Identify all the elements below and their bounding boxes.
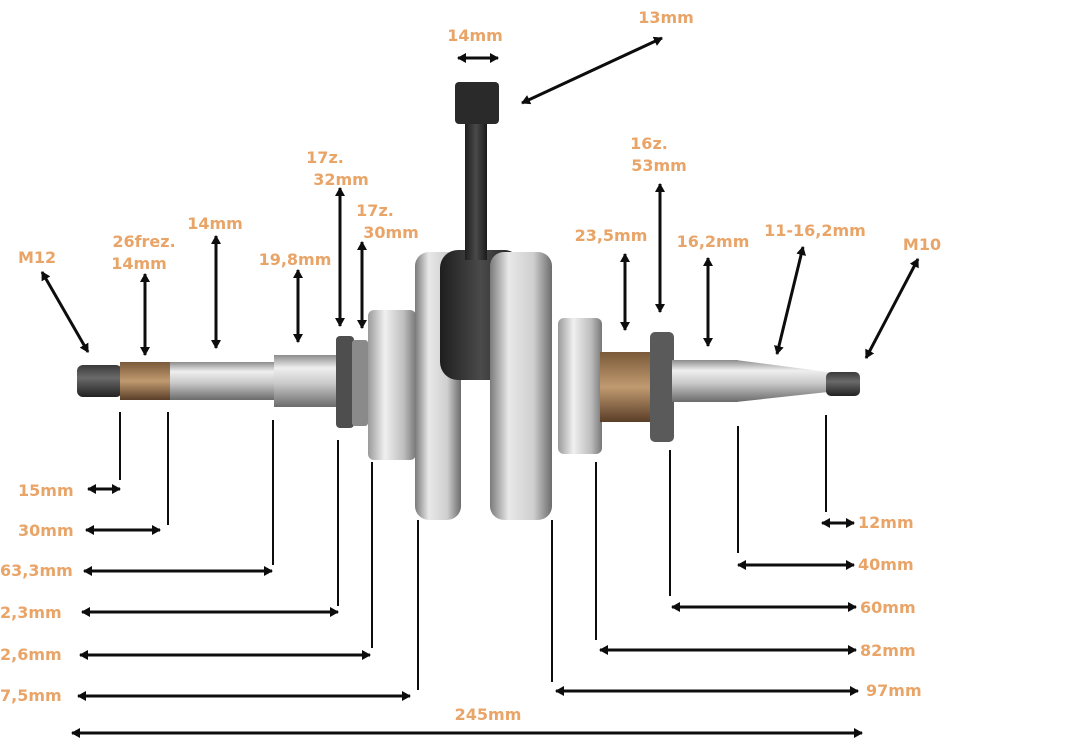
label-gear-left-diameter: 30mm — [363, 223, 419, 242]
arrow-taper — [774, 246, 806, 355]
right-seat — [600, 352, 656, 422]
arrow-rod-length — [521, 36, 663, 105]
label-gear-right-diameter: 53mm — [631, 156, 687, 175]
label-taper-diameter: 11-16,2mm — [764, 221, 866, 240]
left-shaft — [170, 362, 278, 400]
label-right-97: 97mm — [866, 681, 922, 700]
label-total-length: 245mm — [454, 705, 522, 724]
label-right-40: 40mm — [858, 555, 914, 574]
label-gear-right-teeth: 16z. — [630, 134, 668, 153]
label-m12: M12 — [18, 248, 57, 267]
label-spline-diameter: 14mm — [111, 254, 167, 273]
right-gear — [650, 332, 674, 442]
label-m10: M10 — [902, 235, 942, 254]
label-right-82: 82mm — [860, 641, 916, 660]
label-sprocket-left-teeth: 17z. — [306, 148, 344, 167]
arrow-m10 — [864, 258, 920, 359]
crankshaft — [77, 82, 860, 520]
right-shaft — [672, 360, 738, 402]
right-taper — [736, 360, 828, 402]
label-left-30: 30mm — [18, 521, 74, 540]
label-shaft-left-diameter: 14mm — [187, 214, 243, 233]
label-bearing-right-diameter: 23,5mm — [574, 226, 648, 245]
left-seat — [274, 355, 338, 407]
label-left-102: 2,6mm — [0, 645, 62, 664]
right-thread — [826, 372, 860, 396]
rod-small-end — [455, 82, 499, 124]
label-right-12: 12mm — [858, 513, 914, 532]
label-seat-left-diameter: 19,8mm — [258, 250, 332, 269]
label-seat-right-diameter: 16,2mm — [676, 232, 750, 251]
left-gear — [352, 340, 368, 426]
label-spline-count: 26frez. — [112, 232, 176, 251]
label-rod-width: 14mm — [447, 26, 503, 45]
rod-beam — [465, 110, 487, 260]
arrow-m12 — [40, 271, 90, 353]
label-left-92: 2,3mm — [0, 603, 62, 622]
label-left-117: 7,5mm — [0, 686, 62, 705]
dimension-arrows — [40, 36, 920, 738]
left-thread — [77, 365, 122, 397]
label-left-63: 63,3mm — [0, 561, 73, 580]
label-right-60: 60mm — [860, 598, 916, 617]
left-sprocket — [336, 336, 354, 428]
right-bearing — [558, 318, 602, 454]
left-bearing — [368, 310, 416, 460]
left-spline — [120, 362, 172, 400]
label-gear-left-teeth: 17z. — [356, 201, 394, 220]
label-rod-length: 13mm — [638, 8, 694, 27]
label-sprocket-left-diameter: 32mm — [313, 170, 369, 189]
right-web — [490, 252, 552, 520]
label-left-15: 15mm — [18, 481, 74, 500]
